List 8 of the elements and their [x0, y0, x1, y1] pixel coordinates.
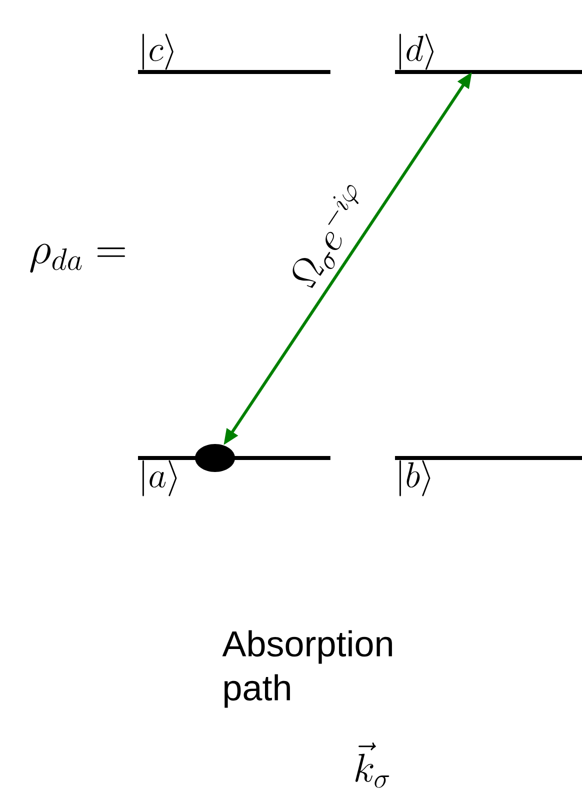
formula: $\vec{k}_\sigma$ — [355, 742, 390, 788]
energy-level: $|d\rangle$ — [395, 34, 582, 74]
energy-level: $|c\rangle$ — [138, 34, 330, 74]
formula: $\rho_{da} =$ — [30, 244, 125, 273]
caption-text: Absorption path — [222, 630, 392, 708]
edge-label: $\Omega_\sigma e^{-i\varphi}$ — [282, 178, 380, 295]
energy-level: $|b\rangle$ — [395, 456, 582, 496]
dot — [195, 444, 235, 472]
